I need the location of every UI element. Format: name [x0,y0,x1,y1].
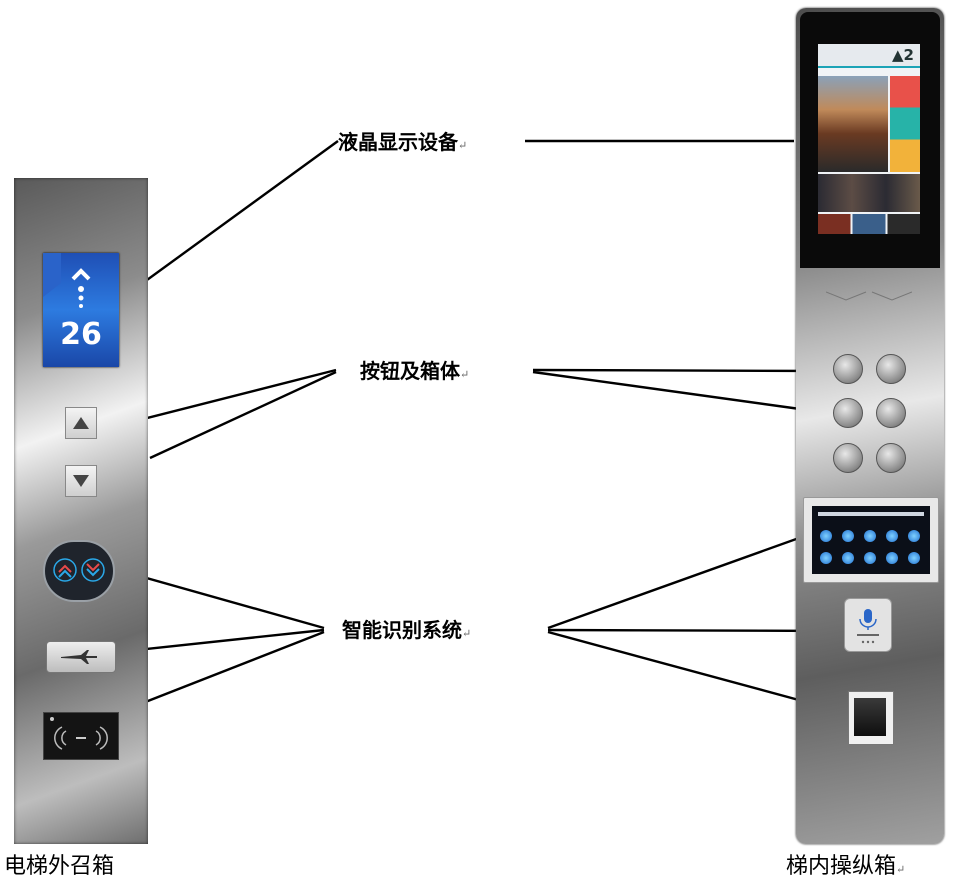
speaker-grille [826,291,912,301]
card-reader [46,641,116,673]
key-6[interactable] [820,552,832,564]
keypad-screen [812,506,930,574]
key-7[interactable] [842,552,854,564]
nfc-icon [50,717,108,750]
key-1[interactable] [820,530,832,542]
line-recog-right-a [547,531,814,630]
call-down-button[interactable] [65,465,97,497]
line-recog-left-c [124,630,325,712]
lcd-info-tiles [890,76,920,172]
key-8[interactable] [864,552,876,564]
up-arrow-icon [43,253,91,308]
key-2[interactable] [842,530,854,542]
key-9[interactable] [886,552,898,564]
line-lcd-left [124,140,339,297]
car-button-1[interactable] [833,354,863,384]
microphone-icon [857,609,879,644]
key-4[interactable] [886,530,898,542]
lcd-screen: ▲2 [818,44,920,234]
airplane-icon [61,650,97,664]
line-buttons-right-a [532,368,829,373]
line-recog-left-b [117,628,325,654]
line-recog-left-a [117,568,325,630]
floor-keypad [803,497,939,583]
car-button-5[interactable] [833,443,863,473]
key-5[interactable] [908,530,920,542]
nfc-reader [43,712,119,760]
floor-display: 26 [43,253,119,367]
car-button-2[interactable] [876,354,906,384]
car-button-3[interactable] [833,398,863,428]
car-button-4[interactable] [876,398,906,428]
lcd-floor-indicator: ▲2 [892,46,914,64]
lcd-thumbnails [818,214,920,234]
label-buttons: 按钮及箱体↵ [360,359,470,383]
lcd-movie-image [818,174,920,212]
line-recog-right-c [547,630,844,714]
line-buttons-left-b [149,370,337,460]
triangle-down-icon [73,475,89,487]
lcd-header: ▲2 [818,44,920,68]
lcd-ad-image [818,76,888,172]
caption-hall-call: 电梯外召箱 [4,854,115,879]
call-up-button[interactable] [65,407,97,439]
line-buttons-right-b [532,370,801,411]
floor-number: 26 [60,317,102,352]
label-recognition: 智能识别系统↵ [342,618,472,642]
double-chevron-icon [53,558,105,582]
triangle-up-icon [73,417,89,429]
fingerprint-sensor-glass [854,698,886,736]
key-3[interactable] [864,530,876,542]
car-button-6[interactable] [876,443,906,473]
key-10[interactable] [908,552,920,564]
fingerprint-reader[interactable] [848,691,894,745]
label-lcd: 液晶显示设备↵ [338,130,468,154]
caption-car-panel: 梯内操纵箱↵ [786,854,906,879]
voice-input-pad[interactable] [844,598,892,652]
gesture-sensor [43,540,115,602]
line-recog-right-b [547,628,844,633]
